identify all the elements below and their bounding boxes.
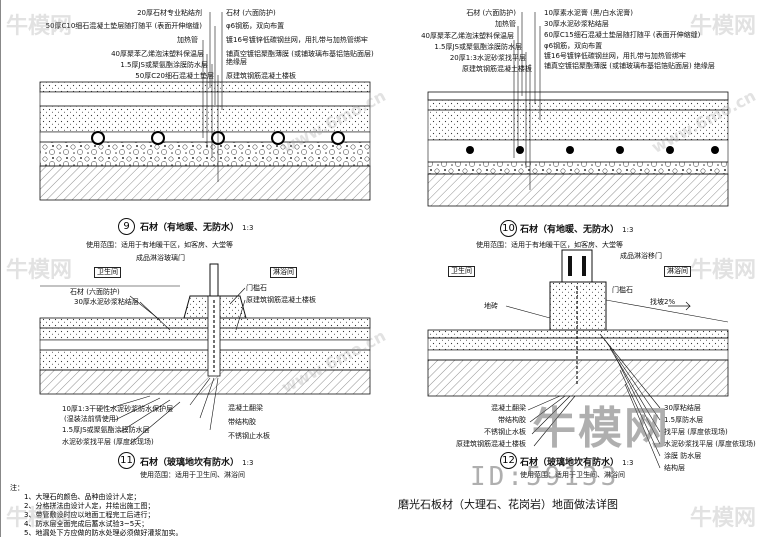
d11-left-bottom-label-3: 水泥砂浆找平层 (厚度依现场) (62, 438, 154, 446)
d10-right-label-0: 10厚素水泥膏 (黑/白水泥膏) (544, 9, 633, 17)
d9-left-label-5: 50厚C20细石混凝土垫层 (135, 72, 214, 80)
d12-left-label-3: 原建筑钢筋混凝土楼板 (456, 440, 526, 448)
detail10-heating-pipes (466, 146, 719, 154)
detail11-usage: 使用范围：适用于卫生间、淋浴间 (140, 471, 245, 479)
d9-right-label-0: 石材 (六面防护) (226, 9, 276, 17)
detail10-title: 石材（有地暖、无防水） 1:3 (520, 222, 633, 235)
detail12-threshold-stone: 门槛石 (612, 286, 633, 294)
d9-left-label-2: 加热管 (177, 36, 198, 44)
d10-left-label-5: 原建筑钢筋混凝土楼板 (462, 65, 532, 73)
d11-left-top-label-0: 石材 (六面防护) (70, 288, 120, 296)
detail12-number-badge: 12 (500, 452, 517, 469)
d12-right-label-3: 水泥砂浆找平层 (厚度依现场) (664, 440, 756, 448)
d11-left-top-label-1: 30厚水泥砂浆粘结层 (74, 298, 139, 306)
detail12-scale: 1:3 (622, 459, 634, 467)
d12-right-label-0: 30厚粘结层 (664, 404, 701, 412)
detail12-glass-door: 成品淋浴移门 (620, 252, 662, 260)
detail11-room-left: 卫生间 (94, 267, 121, 278)
d9-right-label-4: 原建筑钢筋混凝土楼板 (226, 72, 296, 80)
detail12-title-text: 石材（玻璃地坎有防水） (520, 458, 620, 468)
detail11-scale: 1:3 (242, 459, 254, 467)
d11-right-top-label-1: 原建筑钢筋混凝土楼板 (246, 296, 316, 304)
d12-right-label-1: 1.5厚防水层 (664, 416, 704, 424)
detail9-section (39, 12, 371, 201)
detail9-number-badge: 9 (118, 218, 135, 235)
watermark-logo: 牛模网 (532, 403, 670, 454)
detail12-section (427, 249, 729, 469)
detail9-title-text: 石材（有地暖、无防水） (140, 223, 240, 233)
note-item: 3、带管敷设时应以地面工程完工后进行； (24, 511, 155, 519)
d11-right-top-label-0: 门槛石 (246, 284, 267, 292)
note-item: 5、地漏处下方应做的防水处理必须做好灌浆加实。 (24, 529, 183, 537)
d10-right-label-3: φ6钢筋，双向布置 (544, 42, 603, 50)
note-item: 1、大理石的颜色、品种由设计人定； (24, 493, 141, 501)
notes-heading: 注： (10, 484, 24, 492)
d10-left-label-2: 40厚聚苯乙烯泡沫塑料保温层 (421, 32, 514, 40)
detail12-room-right: 淋浴间 (664, 266, 691, 277)
d10-left-label-4: 20厚1:3水泥砂浆找平层 (449, 54, 526, 62)
d12-left-label-1: 带结构胶 (498, 416, 526, 424)
detail9-heating-pipes (91, 131, 345, 145)
detail12-room-left: 卫生间 (448, 266, 475, 277)
d10-right-label-4: 镀16号镀锌低碳钢丝网，用扎带与加热管绑牢 (544, 52, 686, 60)
d11-left-bottom-label-2: 1.5厚JS或聚氨酯涂膜防水层 (62, 426, 150, 434)
detail11-number-badge: 11 (118, 452, 135, 469)
d11-right-bottom-label-1: 带结构胶 (228, 418, 256, 426)
detail9-scale: 1:3 (242, 224, 254, 232)
detail11-section (39, 263, 371, 445)
d11-left-bottom-label-0: 10厚1:3干硬性水泥砂浆防水保护层 (62, 405, 174, 413)
d12-right-label-2: 找平层 (厚度依现场) (664, 428, 728, 436)
d12-right-label-4: 涂膜 防水层 (664, 452, 702, 460)
detail9-title: 石材（有地暖、无防水） 1:3 (140, 220, 253, 233)
d10-right-label-2: 60厚C15细石混凝土垫层随打随平 (表面开伸缩缝) (544, 31, 701, 39)
detail10-usage: 使用范围：适用于有地暖干区，如客房、大堂等 (476, 241, 623, 249)
d9-right-label-1: φ6钢筋，双向布置 (226, 22, 285, 30)
d12-left-label-2: 不锈钢止水板 (484, 428, 526, 436)
d9-left-label-4: 1.5厚JS或聚氨酯涂膜防水层 (120, 61, 208, 69)
d10-left-label-3: 1.5厚JS或聚氨酯涂膜防水层 (434, 43, 522, 51)
detail11-title: 石材（玻璃地坎有防水） 1:3 (140, 455, 253, 468)
notes-block: 注： 1、大理石的颜色、品种由设计人定； 2、分格拼法由设计人定，并绘出施工图；… (10, 484, 182, 538)
d10-left-label-0: 石材 (六面防护) (466, 9, 516, 17)
detail12-usage: 使用范围：适用于卫生间、淋浴间 (520, 471, 625, 479)
detail11-room-right: 淋浴间 (270, 267, 297, 278)
d9-right-label-3: 铺真空镀铝聚酯薄膜 (或铺玻璃布基铝箔贴面层) 绝缘层 (226, 50, 374, 66)
detail10-number-badge: 10 (500, 220, 517, 237)
note-item: 2、分格拼法由设计人定，并绘出施工图； (24, 502, 155, 510)
watermark-id: ID:59133 (470, 462, 620, 492)
detail10-title-text: 石材（有地暖、无防水） (520, 225, 620, 235)
d9-right-label-2: 镀16号镀锌低碳钢丝网，用扎带与加热管绑牢 (226, 36, 368, 44)
d9-left-label-0: 20厚石材专业粘结剂 (137, 9, 202, 17)
detail10-section (427, 12, 729, 207)
d11-left-bottom-label-1: (湿装法前情使用) (64, 415, 119, 423)
detail11-glass-door: 成品淋浴玻璃门 (136, 254, 185, 262)
d12-left-label-0: 混凝土翻梁 (491, 404, 526, 412)
detail11-title-text: 石材（玻璃地坎有防水） (140, 458, 240, 468)
d9-left-label-3: 40厚聚苯乙烯泡沫塑料保温层 (111, 50, 204, 58)
detail11-usage-top: 使用范围：适用于有地暖干区，如客房、大堂等 (86, 241, 233, 249)
note-item: 4、防水层全面完成后蓄水试验3~5天； (24, 520, 149, 528)
d12-right-label-5: 结构层 (664, 464, 685, 472)
d10-right-label-1: 30厚水泥砂浆粘结层 (544, 20, 609, 28)
detail12-title: 石材（玻璃地坎有防水） 1:3 (520, 455, 633, 468)
detail12-slope: 找坡2% (650, 298, 676, 306)
d11-right-bottom-label-0: 混凝土翻梁 (228, 404, 263, 412)
d10-right-label-5: 铺真空镀铝聚酯薄膜 (或铺玻璃布基铝箔贴面层) 绝缘层 (544, 62, 715, 70)
drawing-title: 磨光石板材（大理石、花岗岩）地面做法详图 (398, 498, 618, 511)
d11-right-bottom-label-2: 不锈钢止水板 (228, 432, 270, 440)
detail10-scale: 1:3 (622, 226, 634, 234)
d10-left-label-1: 加热管 (495, 20, 516, 28)
d9-left-label-1: 50厚C10细石混凝土垫层随打随平 (表面开伸缩缝) (45, 22, 202, 30)
detail12-floor-tile: 地砖 (484, 302, 498, 310)
